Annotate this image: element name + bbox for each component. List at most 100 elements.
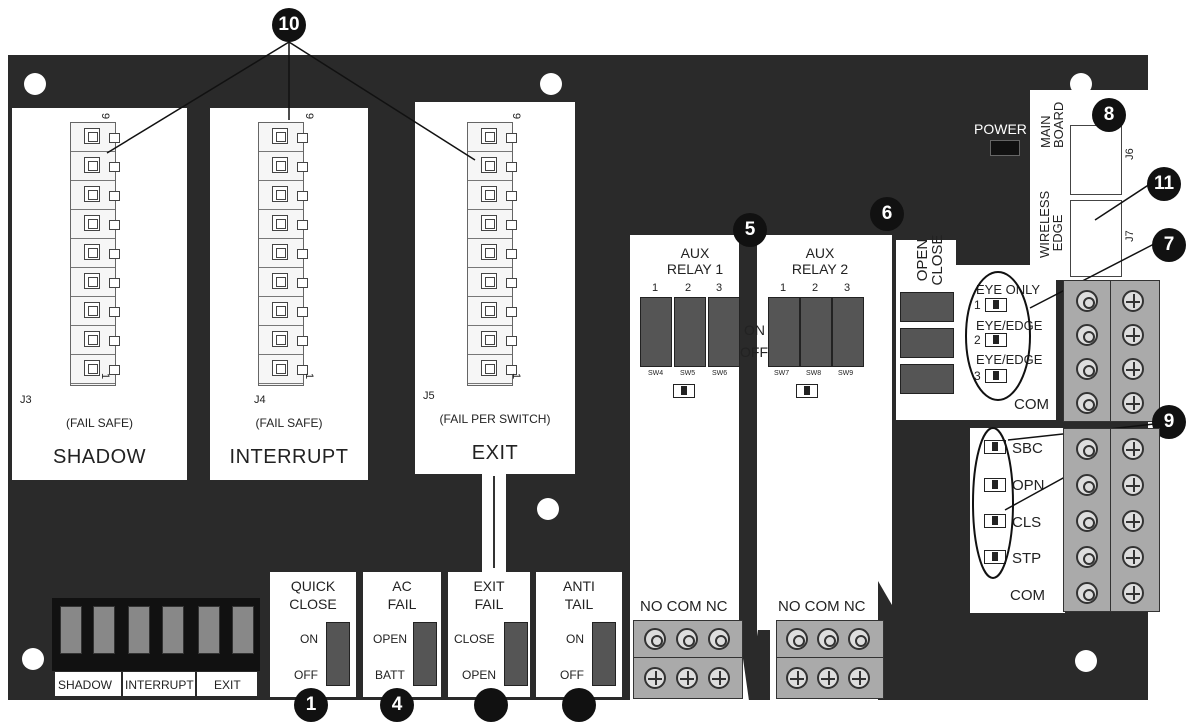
ac-fail-switch[interactable] <box>413 622 437 686</box>
eye-screw[interactable] <box>1122 324 1144 346</box>
aux1-switch-3[interactable] <box>708 297 740 367</box>
quick-close-switch[interactable] <box>326 622 350 686</box>
off-label: OFF <box>740 344 768 360</box>
input-screw[interactable] <box>1076 474 1098 496</box>
connector-panel-interrupt: 9 1 J4 (FAIL SAFE) INTERRUPT <box>210 108 368 480</box>
eye-edge-3-label: EYE/EDGE <box>976 352 1043 367</box>
relay1-terminal-labels: NO COM NC <box>640 598 728 615</box>
dip-toggle[interactable] <box>162 606 184 654</box>
aux-relay-1-line1: AUX <box>680 245 710 261</box>
aux-relay-2-title: AUX RELAY 2 <box>775 245 865 277</box>
input-label-sbc: SBC <box>1012 440 1043 457</box>
aux-relay-1-title: AUX RELAY 1 <box>650 245 740 277</box>
input-screw[interactable] <box>1076 582 1098 604</box>
anti-tail-switch[interactable] <box>592 622 616 686</box>
exit-trace-line <box>493 476 495 568</box>
exit-fail-switch[interactable] <box>504 622 528 686</box>
aux2-sw-label-2: SW8 <box>806 370 822 377</box>
relay2-screw[interactable] <box>817 667 839 689</box>
aux1-num-2: 2 <box>685 282 692 294</box>
eye-screw[interactable] <box>1122 290 1144 312</box>
relay1-screw[interactable] <box>644 667 666 689</box>
relay1-screw[interactable] <box>644 628 666 650</box>
aux1-sw-label-2: SW5 <box>680 370 696 377</box>
eye-edge-2-num: 2 <box>974 333 981 347</box>
relay1-screw[interactable] <box>708 628 730 650</box>
mounting-hole <box>22 648 44 670</box>
input-screw[interactable] <box>1122 582 1144 604</box>
eye-only-label: EYE ONLY <box>976 282 1041 297</box>
relay1-screw[interactable] <box>676 628 698 650</box>
aux2-jumper[interactable] <box>796 384 818 398</box>
pin-number-bottom: 1 <box>510 372 523 380</box>
eye-screw[interactable] <box>1122 358 1144 380</box>
relay2-screw[interactable] <box>786 628 808 650</box>
open-close-label: OPEN CLOSE <box>914 230 946 290</box>
relay2-screw[interactable] <box>817 628 839 650</box>
pin-number-bottom: 1 <box>303 372 316 380</box>
connector-name: INTERRUPT <box>229 446 349 468</box>
dip-toggle[interactable] <box>232 606 254 654</box>
input-screw[interactable] <box>1122 474 1144 496</box>
aux1-switch-1[interactable] <box>640 297 672 367</box>
input-switch-stp[interactable] <box>984 550 1006 564</box>
input-screw[interactable] <box>1122 438 1144 460</box>
input-screw[interactable] <box>1122 510 1144 532</box>
aux2-switch-2[interactable] <box>800 297 832 367</box>
eye-screw[interactable] <box>1076 324 1098 346</box>
relay1-com: COM <box>666 598 702 615</box>
eye-edge-2-switch[interactable] <box>985 333 1007 347</box>
option-top: CLOSE <box>454 632 495 646</box>
input-switch-opn[interactable] <box>984 478 1006 492</box>
relay1-screw[interactable] <box>676 667 698 689</box>
open-close-switch-2[interactable] <box>900 328 954 358</box>
fail-dip-block <box>52 598 260 671</box>
open-close-switch-1[interactable] <box>900 292 954 322</box>
relay1-screw[interactable] <box>708 667 730 689</box>
mounting-hole <box>1075 650 1097 672</box>
eye-edge-3-switch[interactable] <box>985 369 1007 383</box>
option-title-1: ANTI <box>563 578 595 594</box>
aux2-num-1: 1 <box>780 282 787 294</box>
relay2-com: COM <box>804 598 840 615</box>
aux2-switch-3[interactable] <box>832 297 864 367</box>
relay2-screw[interactable] <box>848 628 870 650</box>
input-label-stp: STP <box>1012 550 1042 567</box>
callout-10-leaders <box>106 41 476 161</box>
aux2-switch-1[interactable] <box>768 297 800 367</box>
option-ac-fail: AC FAIL OPEN BATT <box>363 572 441 697</box>
open-close-switch-3[interactable] <box>900 364 954 394</box>
option-top: ON <box>566 632 584 646</box>
main-board-label: MAIN BOARD <box>1038 102 1066 148</box>
input-screw[interactable] <box>1076 546 1098 568</box>
input-switch-sbc[interactable] <box>984 440 1006 454</box>
input-switch-cls[interactable] <box>984 514 1006 528</box>
input-screw[interactable] <box>1076 438 1098 460</box>
eye-screw[interactable] <box>1076 392 1098 414</box>
eye-screw[interactable] <box>1122 392 1144 414</box>
eye-screw[interactable] <box>1076 290 1098 312</box>
connector-panel-shadow: 9 1 J3 (FAIL SAFE) SHADOW <box>12 108 187 480</box>
open-label: OPEN <box>914 238 931 282</box>
mounting-hole <box>537 498 559 520</box>
relay2-terminal-labels: NO COM NC <box>778 598 866 615</box>
callout-blank-a <box>474 688 508 722</box>
pin-strip <box>70 122 120 386</box>
eye-screw[interactable] <box>1076 358 1098 380</box>
eye-only-switch[interactable] <box>985 298 1007 312</box>
relay2-screw[interactable] <box>786 667 808 689</box>
aux1-switch-2[interactable] <box>674 297 706 367</box>
connector-id: J3 <box>20 394 32 406</box>
input-screw[interactable] <box>1076 510 1098 532</box>
input-screw[interactable] <box>1122 546 1144 568</box>
relay1-nc: NC <box>705 598 728 615</box>
callout-4: 4 <box>380 688 414 722</box>
relay2-screw[interactable] <box>848 667 870 689</box>
eye-group-oval <box>965 271 1031 401</box>
aux1-jumper[interactable] <box>673 384 695 398</box>
dip-toggle[interactable] <box>93 606 115 654</box>
dip-toggle[interactable] <box>128 606 150 654</box>
dip-toggle[interactable] <box>198 606 220 654</box>
dip-toggle[interactable] <box>60 606 82 654</box>
option-bottom: OPEN <box>462 668 497 682</box>
